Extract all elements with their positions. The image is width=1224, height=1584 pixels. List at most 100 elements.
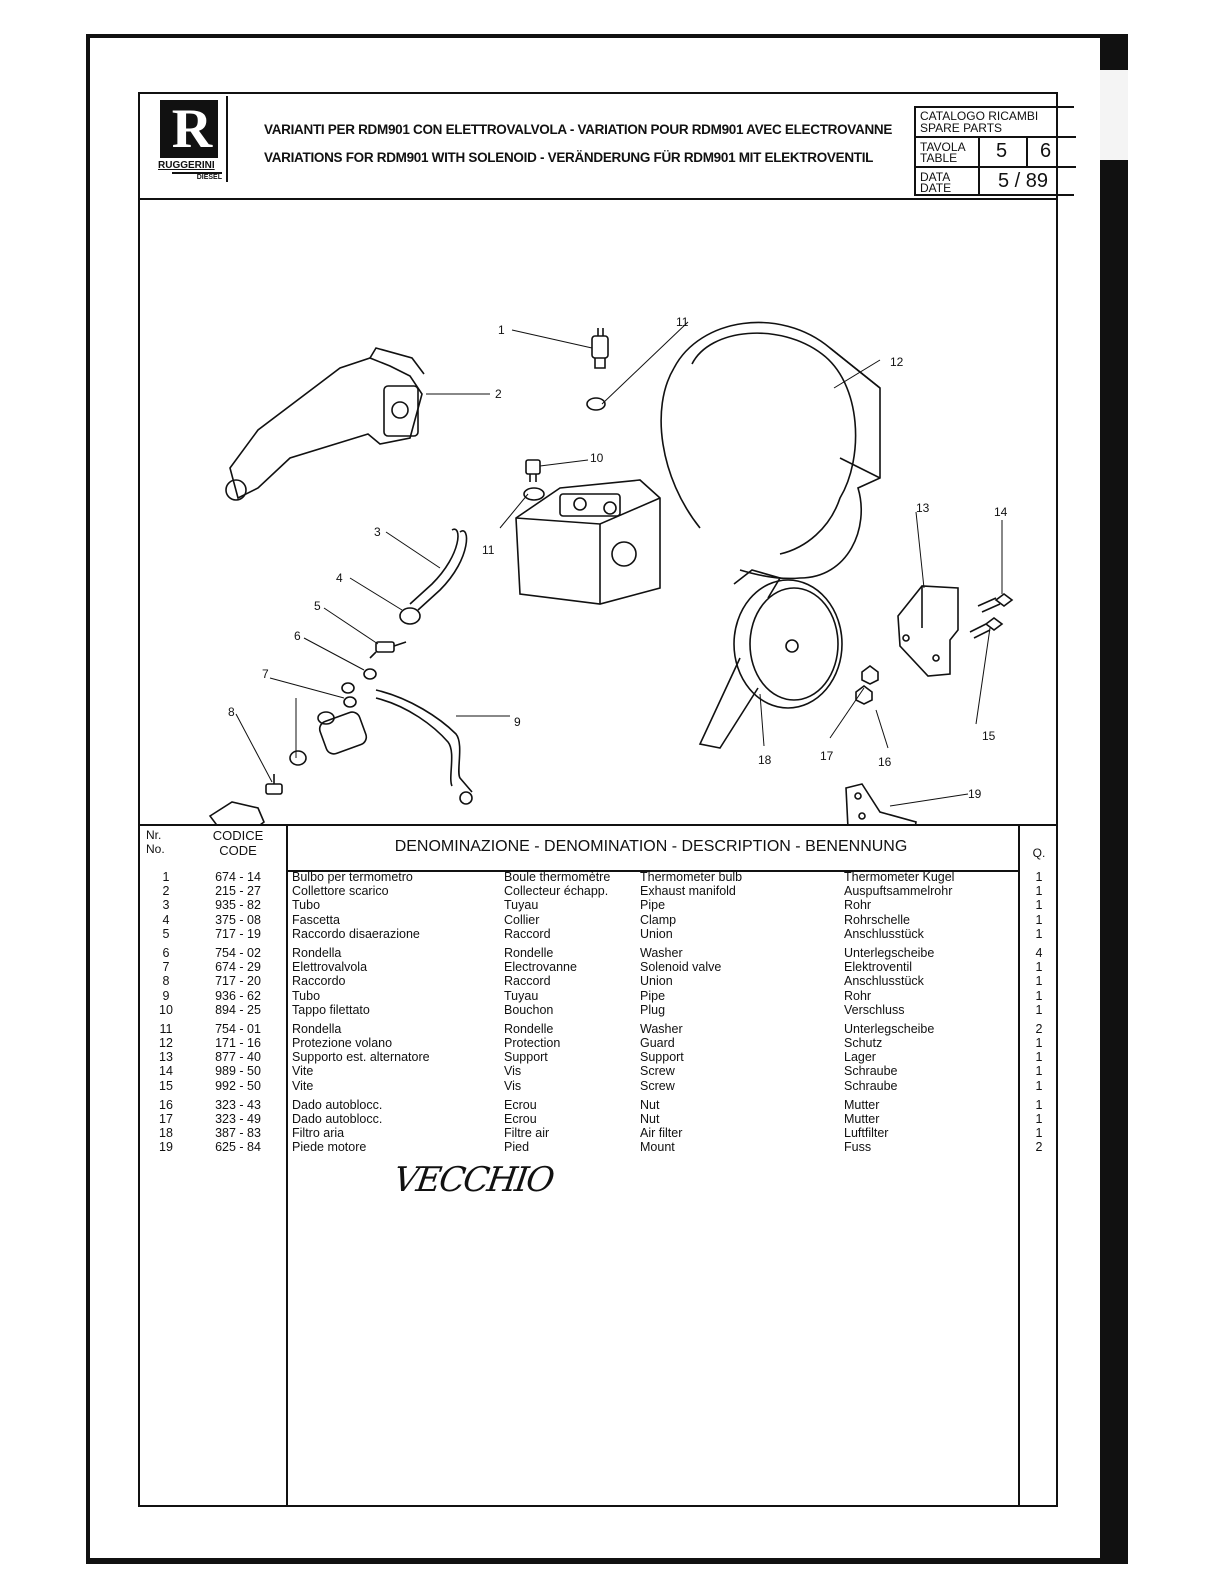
table-cell-q: 1 [1035,1050,1043,1065]
callout-11b: 11 [676,315,689,329]
logo-mark: R [160,100,218,158]
scan-border-right-gap [1100,70,1128,160]
scan-border-top [86,34,1126,38]
table-cell-it: Raccordo disaerazione [292,926,420,941]
table-cell-fr: Electrovanne [504,960,577,975]
washer-part [523,487,545,501]
table-cell-fr: Raccord [504,926,551,941]
table-cell-fr: Rondelle [504,1021,554,1036]
table-cell-en: Plug [640,1002,666,1017]
table-cell-nr: 3 [162,898,170,913]
table-cell-en: Screw [640,1078,675,1093]
table-cell-fr: Raccord [504,974,551,989]
parts-diagram: 1 2 3 4 5 6 7 8 9 10 11 11 12 13 14 15 1… [208,315,1014,824]
callout-4: 4 [336,571,343,585]
table-cell-code: 215 - 27 [215,884,261,899]
table-cell-code: 674 - 14 [215,870,261,884]
table-cell-en: Air filter [640,1126,683,1141]
table-cell-fr: Tuyau [504,898,539,913]
table-cell-q: 1 [1035,1036,1043,1051]
washer-part [586,397,606,411]
table-cell-de: Luftfilter [844,1126,889,1141]
exploded-parts-drawing: 1 2 3 4 5 6 7 8 9 10 11 11 12 13 14 15 1… [140,198,1056,826]
column-header-code: CODICE CODE [212,828,264,858]
table-cell-q: 1 [1035,912,1043,927]
callout-2: 2 [495,387,502,401]
callout-19: 19 [968,787,982,801]
table-cell-en: Pipe [640,898,666,913]
table-cell-it: Filtro aria [292,1126,345,1141]
screw-part [969,617,1004,639]
table-cell-it: Bulbo per termometro [292,870,413,884]
table-cell-code: 171 - 16 [215,1036,261,1051]
callout-6: 6 [294,629,301,643]
brand-logo: R RUGGERINI DIESEL [158,96,228,182]
table-cell-fr: Rondelle [504,945,554,960]
table-cell-it: Raccordo [292,974,346,989]
clamp-part [399,607,421,625]
table-cell-de: Unterlegscheibe [844,1021,935,1036]
table-cell-de: Rohr [844,898,872,913]
table-value-1: 5 [996,140,1008,162]
table-cell-it: Rondella [292,945,342,960]
brand-name: RUGGERINI [158,160,215,171]
table-cell-fr: Support [504,1050,548,1065]
table-cell-it: Dado autoblocc. [292,1097,383,1112]
washer-part [341,682,355,694]
table-cell-nr: 19 [159,1140,173,1155]
table-cell-q: 1 [1035,870,1043,884]
date-row: DATA DATE 5 / 89 [916,168,1076,196]
table-cell-q: 1 [1035,926,1043,941]
table-cell-en: Washer [640,1021,683,1036]
divider [978,138,980,166]
cylinder-head-part [515,479,661,605]
callout-11: 11 [482,543,495,557]
callout-12: 12 [890,355,904,369]
callout-17: 17 [820,749,834,763]
table-cell-code: 625 - 84 [215,1140,261,1155]
brand-sub: DIESEL [172,172,222,181]
table-cell-code: 323 - 49 [215,1112,261,1126]
table-cell-en: Union [640,926,673,941]
title-line-2: VARIATIONS FOR RDM901 WITH SOLENOID - VE… [264,150,874,165]
table-cell-q: 1 [1035,1078,1043,1093]
table-cell-nr: 9 [162,988,170,1003]
nut-part [861,665,879,685]
table-cell-en: Exhaust manifold [640,884,736,899]
air-filter-part [698,569,843,749]
table-cell-en: Mount [640,1140,675,1155]
engine-mount-part [845,783,917,824]
table-cell-en: Nut [640,1112,660,1126]
callout-9: 9 [514,715,521,729]
table-cell-code: 894 - 25 [215,1002,261,1017]
scan-border-left [86,34,90,1564]
table-cell-fr: Ecrou [504,1097,537,1112]
table-cell-code: 674 - 29 [215,960,261,975]
table-cell-it: Supporto est. alternatore [292,1050,430,1065]
table-cell-nr: 11 [159,1021,173,1036]
table-cell-it: Elettrovalvola [292,960,368,975]
table-cell-it: Dado autoblocc. [292,1112,383,1126]
table-cell-fr: Collecteur échapp. [504,884,609,899]
washer-part [363,668,377,680]
table-cell-q: 1 [1035,1002,1043,1017]
callout-18: 18 [758,753,772,767]
table-divider [286,824,288,1505]
table-cell-nr: 10 [159,1002,173,1017]
callout-7: 7 [262,667,269,681]
thermometer-bulb-part [591,328,609,369]
table-cell-nr: 6 [162,945,170,960]
scan-border-bottom [86,1558,1128,1564]
union-part [265,774,283,795]
callout-14: 14 [994,505,1008,519]
table-cell-de: Mutter [844,1112,880,1126]
table-cell-code: 717 - 19 [215,926,261,941]
table-cell-de: Fuss [844,1140,872,1155]
table-cell-en: Support [640,1050,684,1065]
table-cell-nr: 18 [159,1126,173,1141]
table-cell-en: Clamp [640,912,677,927]
